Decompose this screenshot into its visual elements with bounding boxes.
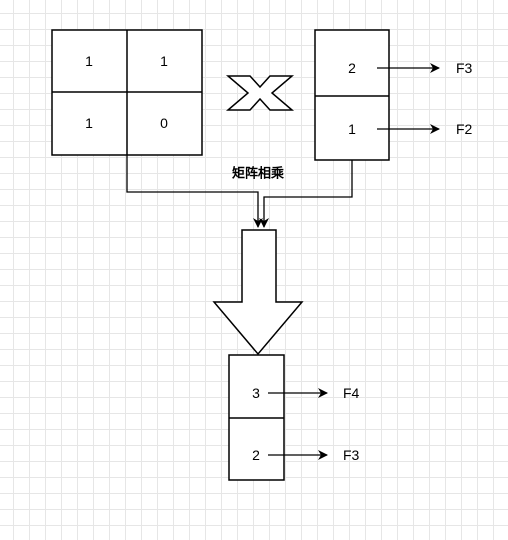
input-vector-cell: 2	[348, 60, 356, 76]
matrix-cell: 1	[85, 53, 93, 69]
matrix-cell: 0	[160, 115, 168, 131]
operation-label: 矩阵相乘	[231, 166, 285, 182]
matrix-cell: 1	[85, 115, 93, 131]
connectors	[126, 155, 353, 228]
input-vector: 2 1 F3 F2	[314, 29, 473, 161]
input-vector-cell: 1	[348, 121, 356, 137]
matrix-cell: 1	[160, 53, 168, 69]
input-vector-border	[314, 29, 390, 161]
output-vector: 3 2 F4 F3	[228, 354, 360, 481]
multiply-x-shape	[225, 75, 295, 111]
matrix-connector	[126, 155, 263, 228]
multiply-symbol: ×	[225, 75, 295, 111]
vector-connector	[259, 160, 353, 228]
big-down-arrow	[212, 229, 304, 356]
input-vector-label: F2	[456, 121, 473, 137]
output-vector-label: F4	[343, 385, 360, 401]
output-vector-label: F3	[343, 447, 360, 463]
output-vector-cell: 2	[252, 447, 260, 463]
matrix-2x2: 1 1 1 0	[51, 29, 203, 156]
input-vector-label: F3	[456, 60, 473, 76]
output-vector-cell: 3	[252, 385, 260, 401]
